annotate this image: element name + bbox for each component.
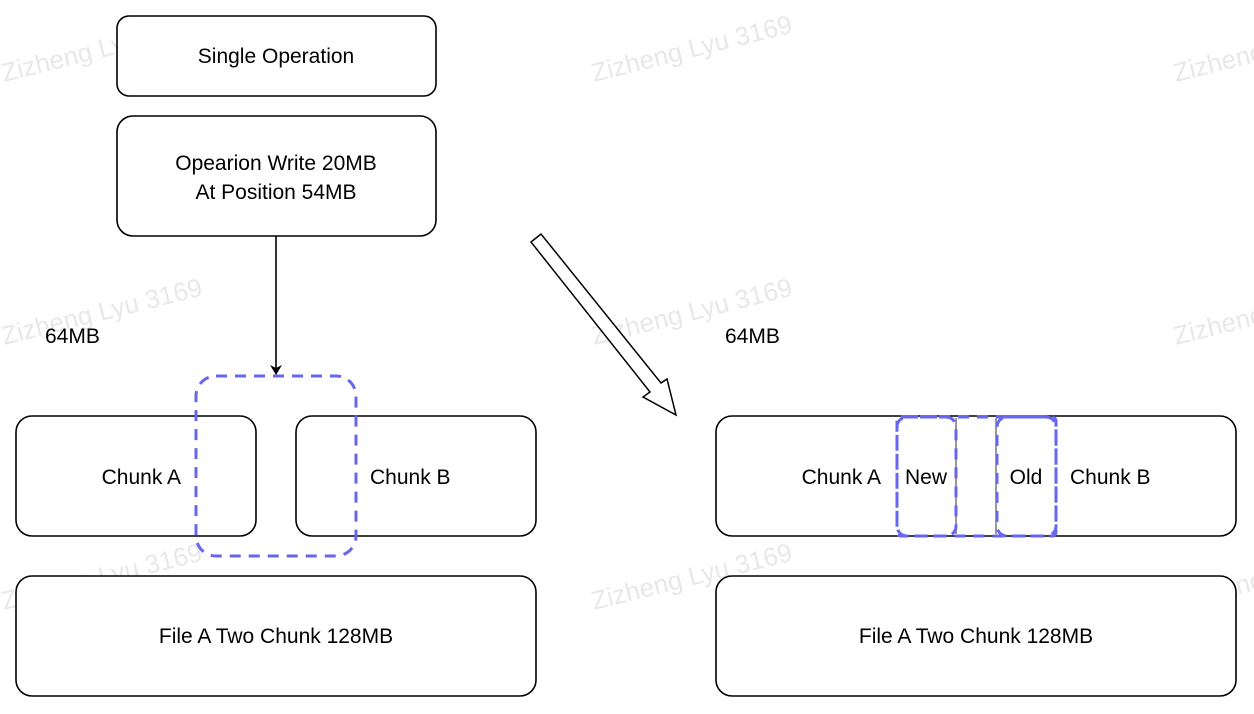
new-label: New [905,466,948,489]
watermark: Zizheng Lyu 3169 [1170,272,1254,351]
write-range-highlight [194,374,358,558]
old-label: Old [1010,466,1043,489]
left-chunk-a-box[interactable]: Chunk A [15,415,257,537]
right-size-label: 64MB [725,325,780,348]
old-data-region[interactable]: Old [995,415,1058,538]
single-operation-label: Single Operation [198,45,354,68]
left-size-label: 64MB [45,325,100,348]
left-file-box[interactable]: File A Two Chunk 128MB [15,575,537,697]
watermark: Zizheng Lyu 3169 [588,9,795,88]
watermark: Zizheng Lyu 3169 [0,272,205,351]
transition-block-arrow-icon [529,232,678,417]
right-file-box[interactable]: File A Two Chunk 128MB [715,575,1237,697]
left-chunk-b-label: Chunk B [370,466,451,489]
left-file-label: File A Two Chunk 128MB [159,625,393,648]
right-chunk-a-label: Chunk A [802,466,881,489]
left-chunk-a-label: Chunk A [102,466,181,489]
left-chunk-b-box[interactable]: Chunk B [295,415,537,537]
right-chunk-b-label: Chunk B [1070,466,1151,489]
write-operation-box[interactable]: Opearion Write 20MB At Position 54MB [116,115,437,237]
write-operation-line1: Opearion Write 20MB [175,152,377,175]
new-data-region[interactable]: New [895,415,958,538]
write-operation-line2: At Position 54MB [195,181,356,204]
watermark: Zizheng Lyu 3169 [1170,9,1254,88]
right-chunks-box[interactable]: Chunk A Chunk B [715,415,1237,537]
single-operation-box[interactable]: Single Operation [116,15,437,97]
right-file-label: File A Two Chunk 128MB [859,625,1093,648]
